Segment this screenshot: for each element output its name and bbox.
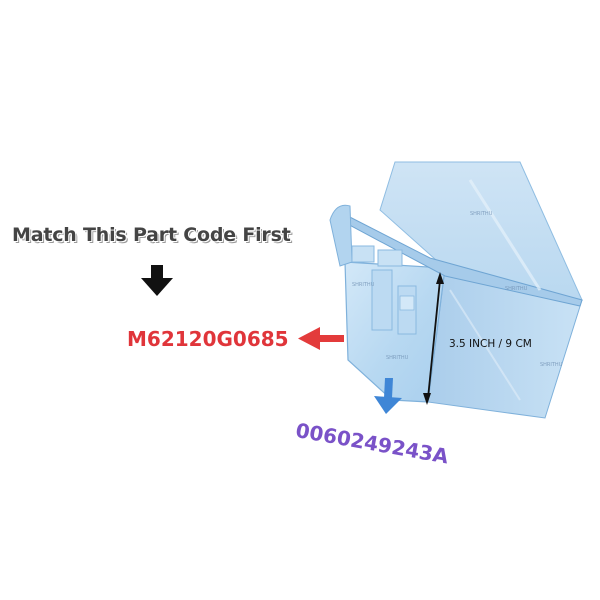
watermark: SHRITHU [386,355,409,361]
left-arrow-icon [298,327,344,350]
watermark: SHRITHU [470,211,493,217]
down-arrow-blue-icon [374,378,402,414]
watermark: SHRITHU [352,282,375,288]
dimension-arrow-icon [423,272,444,405]
red-part-code: M62120G0685 [127,327,289,351]
dimension-label: 3.5 INCH / 9 CM [449,338,532,350]
down-arrow-icon [141,265,173,296]
bin-left-flap [329,204,353,267]
watermark: SHRITHU [540,362,563,368]
bin-back-wall [379,161,583,301]
watermark: SHRITHU [505,286,528,292]
page-title: Match This Part Code First [12,224,291,246]
